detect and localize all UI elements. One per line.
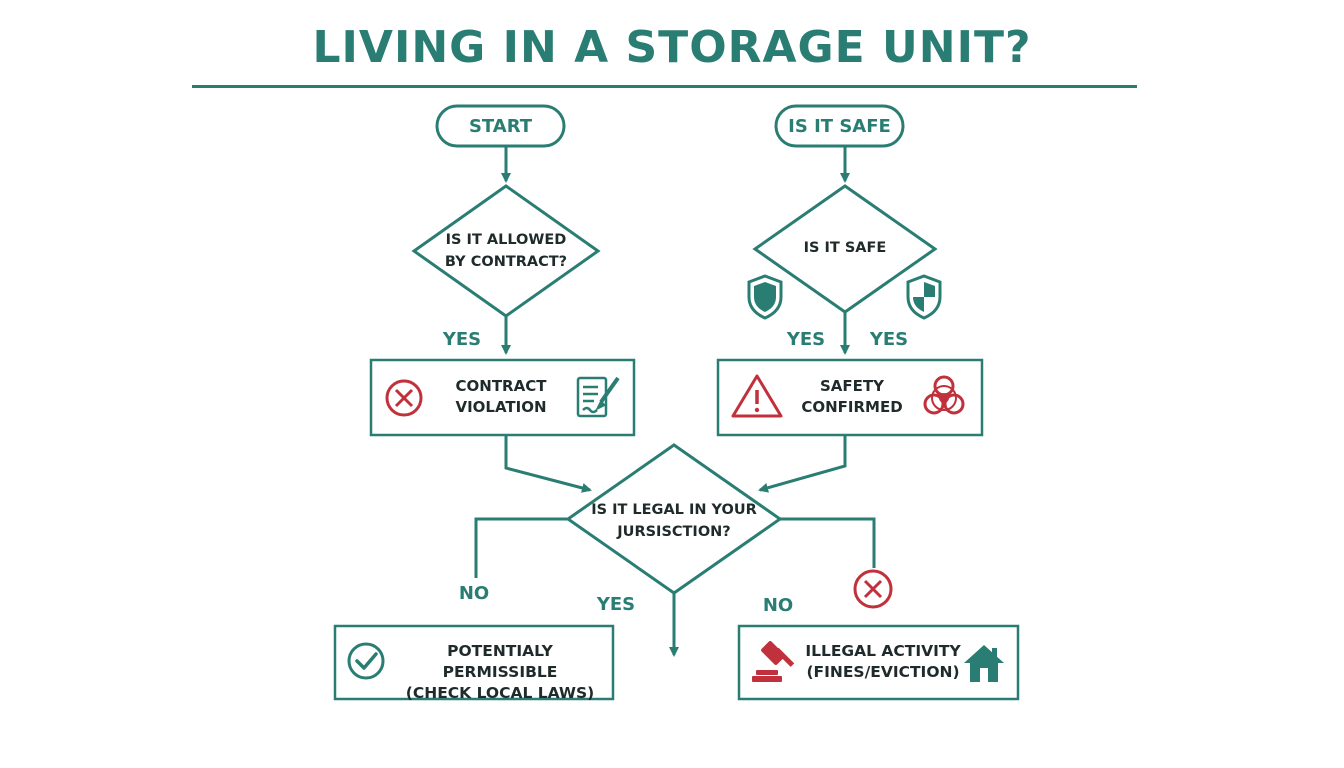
edge-violation-to-legal <box>504 435 592 493</box>
legal-question-label: IS IT LEGAL IN YOUR JURSISCTION? <box>591 502 757 540</box>
edge-label-legal-yes: YES <box>596 594 636 615</box>
is-it-safe-terminal-label: IS IT SAFE <box>788 116 891 137</box>
x-circle-icon <box>385 379 423 417</box>
title-rule <box>192 85 1137 88</box>
gavel-icon <box>752 641 795 682</box>
contract-violation-label: CONTRACT VIOLATION <box>455 377 547 416</box>
safe-question-label: IS IT SAFE <box>803 240 887 256</box>
check-circle-icon <box>347 642 385 680</box>
illegal-activity-label: ILLEGAL ACTIVITY (FINES/EVICTION) <box>805 642 961 681</box>
no-x-circle-icon <box>853 569 893 609</box>
edge-label-legal-no-left: NO <box>458 583 490 604</box>
shield-icon <box>747 274 783 320</box>
page-title: LIVING IN A STORAGE UNIT? <box>312 22 1032 73</box>
edge-confirmed-to-legal <box>758 435 847 493</box>
edge-label-safe-yes-left: YES <box>786 329 826 350</box>
shield-check-icon <box>906 274 942 320</box>
safety-confirmed-label: SAFETY CONFIRMED <box>801 377 903 416</box>
warning-triangle-icon <box>731 374 783 418</box>
start-terminal <box>435 104 566 148</box>
edge-label-legal-no-right: NO <box>762 595 794 616</box>
edge-label-allowed-yes: YES <box>442 329 482 350</box>
document-pen-icon <box>576 376 620 418</box>
start-label: START <box>468 116 533 137</box>
potentially-permissible-label: POTENTIALY PERMISSIBLE (CHECK LOCAL LAWS… <box>405 642 595 702</box>
biohazard-icon <box>923 375 965 415</box>
edge-label-safe-yes-right: YES <box>869 329 909 350</box>
allowed-question-label: IS IT ALLOWED BY CONTRACT? <box>444 232 568 270</box>
edge-legal-no-right <box>780 517 876 568</box>
is-it-safe-terminal <box>774 104 905 148</box>
edge-legal-no-left <box>474 517 568 578</box>
house-icon <box>964 645 1004 682</box>
